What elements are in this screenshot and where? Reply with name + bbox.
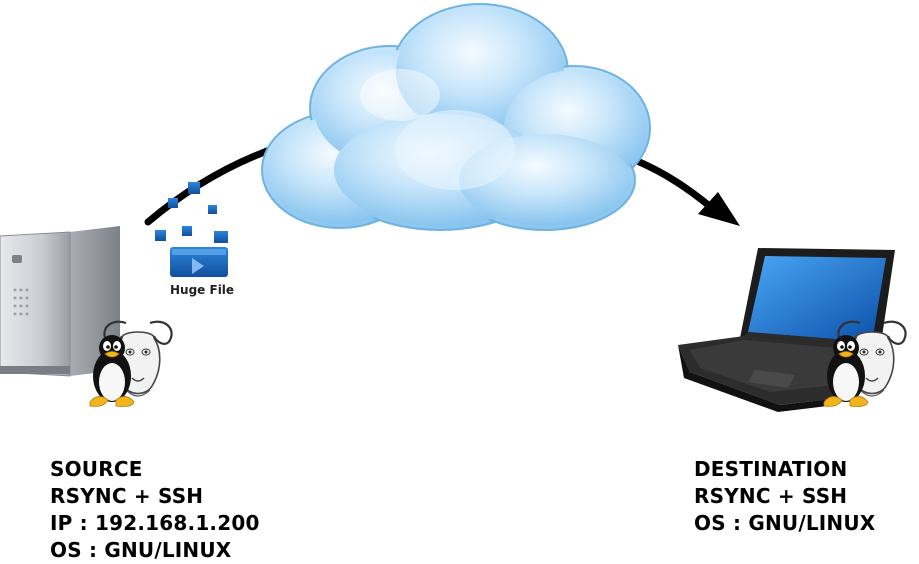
source-title: SOURCE bbox=[50, 457, 143, 481]
source-info: SOURCE RSYNC + SSH IP : 192.168.1.200 OS… bbox=[50, 456, 260, 564]
destination-protocol: RSYNC + SSH bbox=[694, 484, 848, 508]
destination-title: DESTINATION bbox=[694, 457, 848, 481]
huge-file-label: Huge File bbox=[170, 283, 235, 297]
destination-info: DESTINATION RSYNC + SSH OS : GNU/LINUX bbox=[694, 456, 875, 537]
arrow-icon bbox=[698, 192, 740, 226]
laptop-icon bbox=[678, 248, 895, 412]
source-ip: IP : 192.168.1.200 bbox=[50, 511, 260, 535]
cloud-icon bbox=[261, 3, 651, 231]
destination-os: OS : GNU/LINUX bbox=[694, 511, 876, 535]
file-fragments-icon bbox=[155, 182, 228, 277]
source-protocol: RSYNC + SSH bbox=[50, 484, 204, 508]
source-os: OS : GNU/LINUX bbox=[50, 538, 232, 562]
